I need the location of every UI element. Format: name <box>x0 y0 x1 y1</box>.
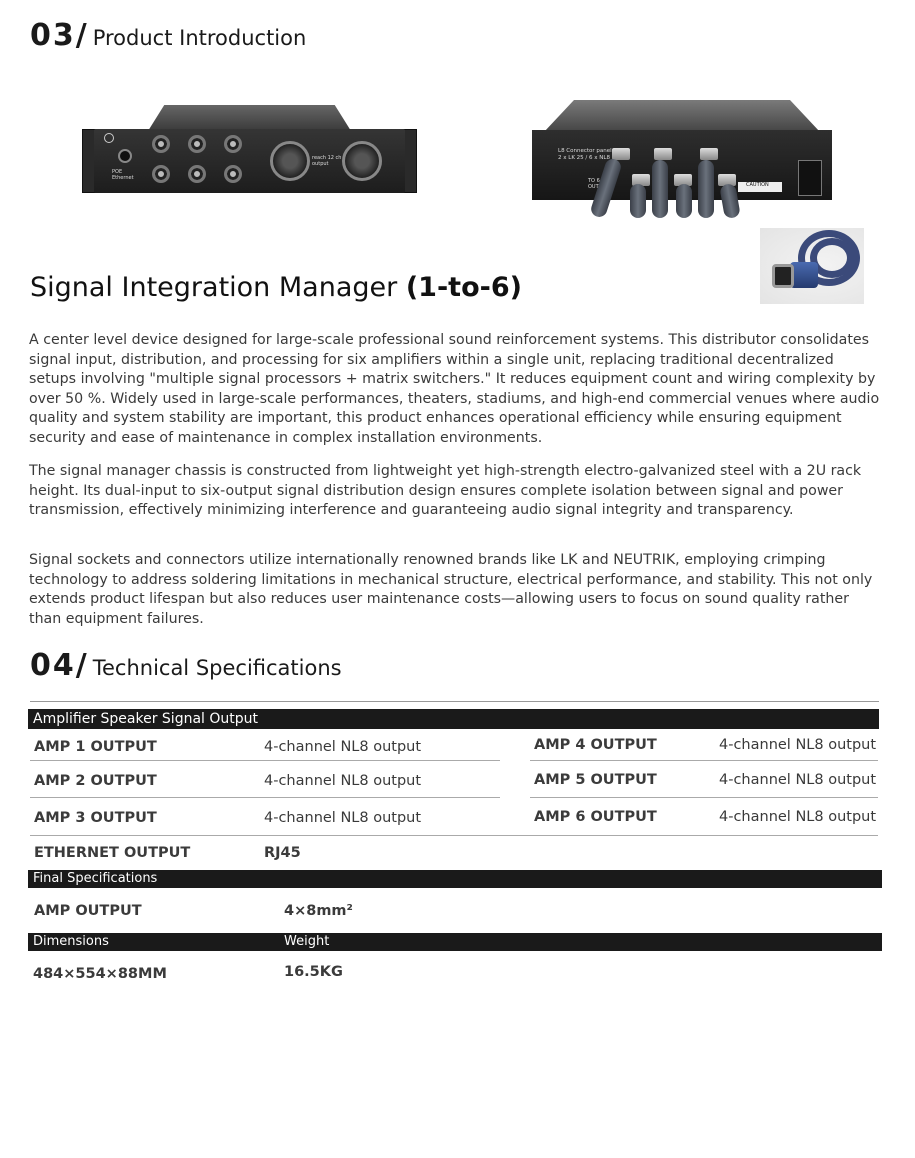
connector-icon <box>188 165 206 183</box>
device-front-image: POE Ethernet reach 12 ch output <box>82 105 417 193</box>
cable-icon <box>676 184 692 218</box>
connector-icon <box>224 135 242 153</box>
cable-icon <box>652 160 668 218</box>
spec-group-header: Amplifier Speaker Signal Output <box>28 709 879 729</box>
spec-value: 4-channel NL8 output <box>264 739 422 755</box>
row-divider <box>30 797 500 798</box>
multipin-connector-icon <box>270 141 310 181</box>
spec-key: AMP 1 OUTPUT <box>34 739 157 755</box>
section-heading-specs: 04 / Technical Specifications <box>30 648 342 683</box>
spec-group-header: Final Specifications <box>28 870 882 888</box>
spec-value: 4×8mm² <box>284 903 353 919</box>
caution-sticker: CAUTION <box>738 182 782 192</box>
ethernet-port-icon <box>118 149 132 163</box>
spec-value: 4-channel NL8 output <box>264 773 422 789</box>
spec-key: AMP 3 OUTPUT <box>34 810 157 826</box>
weight-header: Weight <box>284 934 330 949</box>
output-label: reach 12 ch output <box>312 155 342 167</box>
connector-nut-icon <box>612 148 630 160</box>
connector-icon <box>224 165 242 183</box>
weight-value: 16.5KG <box>284 964 343 980</box>
intro-paragraph-2: The signal manager chassis is constructe… <box>29 463 862 518</box>
dimension-header-bar: Dimensions Weight <box>28 933 882 951</box>
section-title: Technical Specifications <box>92 656 342 680</box>
device-top-plate <box>148 105 351 131</box>
dimensions-value: 484×554×88MM <box>33 966 167 982</box>
connector-nut-icon <box>718 174 736 186</box>
row-divider <box>30 760 500 761</box>
intro-paragraph-1: A center level device designed for large… <box>29 332 880 446</box>
connector-nut-icon <box>632 174 650 186</box>
section-title: Product Introduction <box>92 26 307 50</box>
spec-divider <box>30 701 879 702</box>
section-heading-intro: 03 / Product Introduction <box>30 18 306 53</box>
dimensions-header: Dimensions <box>33 934 109 949</box>
spec-value: 4-channel NL8 output <box>719 772 877 788</box>
cable-icon <box>630 184 646 218</box>
cable-coil-icon <box>810 238 854 278</box>
output-to-label: TO 6-A OUTP <box>588 178 605 190</box>
rack-ear-right <box>403 129 417 193</box>
spec-value: RJ45 <box>264 845 301 861</box>
ethernet-label: POE Ethernet <box>112 169 134 181</box>
spec-key: AMP 5 OUTPUT <box>534 772 657 788</box>
logo-icon <box>104 133 114 143</box>
spec-key: AMP 6 OUTPUT <box>534 809 657 825</box>
ethernet-port-icon <box>798 160 822 196</box>
connector-icon <box>188 135 206 153</box>
spec-value: 4-channel NL8 output <box>719 737 877 753</box>
connector-icon <box>152 135 170 153</box>
product-title: Signal Integration Manager (1-to-6) <box>30 272 522 303</box>
row-divider <box>30 835 878 836</box>
cable-icon <box>698 160 714 218</box>
connector-nut-icon <box>700 148 718 160</box>
row-divider <box>530 797 878 798</box>
section-number: 04 <box>30 648 76 683</box>
panel-label: L8 Connector panel <box>558 148 612 154</box>
section-number: 03 <box>30 18 76 53</box>
panel-sub-label: 2 x LK 25 / 6 x NL8 <box>558 155 610 161</box>
spec-value: 4-channel NL8 output <box>264 810 422 826</box>
connector-nut-icon <box>674 174 692 186</box>
spec-key: AMP 4 OUTPUT <box>534 737 657 753</box>
cable-coil-icon <box>798 230 860 286</box>
connector-nut-icon <box>654 148 672 160</box>
intro-paragraph-3: Signal sockets and connectors utilize in… <box>29 552 873 627</box>
cable-photo <box>760 228 864 304</box>
spec-key: ETHERNET OUTPUT <box>34 845 191 861</box>
connector-icon <box>152 165 170 183</box>
spec-value: 4-channel NL8 output <box>719 809 877 825</box>
device-top-plate <box>544 100 820 132</box>
row-divider <box>530 760 878 761</box>
device-back-image: L8 Connector panel 2 x LK 25 / 6 x NL8 T… <box>532 100 832 220</box>
spec-key: AMP OUTPUT <box>34 903 142 919</box>
product-title-suffix: (1-to-6) <box>405 272 522 303</box>
section-slash: / <box>75 18 87 53</box>
section-slash: / <box>75 648 87 683</box>
caution-label: CAUTION <box>746 182 769 188</box>
spec-key: AMP 2 OUTPUT <box>34 773 157 789</box>
speakon-plug-icon <box>772 264 794 288</box>
multipin-connector-icon <box>342 141 382 181</box>
device-front-panel: POE Ethernet reach 12 ch output <box>94 129 405 193</box>
product-title-main: Signal Integration Manager <box>30 272 398 303</box>
speakon-plug-body-icon <box>790 262 818 288</box>
